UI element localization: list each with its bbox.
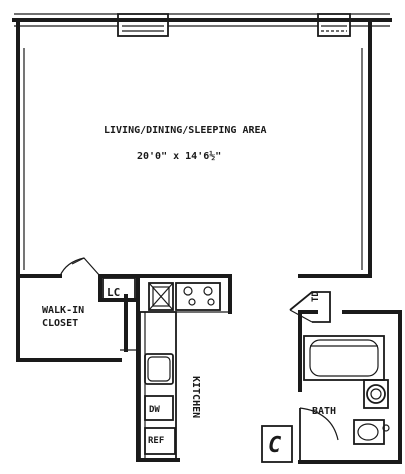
lc-label: LC (107, 286, 120, 299)
c-label: C (268, 433, 282, 458)
closet-door (59, 257, 101, 277)
bath-door (299, 407, 339, 462)
dw-label: DW (149, 405, 160, 415)
coat-closet: C (261, 425, 293, 463)
toilet (363, 379, 389, 409)
bathtub (303, 335, 385, 381)
td-label: TD (311, 291, 321, 302)
bath-sink (353, 419, 390, 445)
top-wall (12, 13, 392, 27)
linen-closet: LC (102, 277, 136, 301)
bath-label: BATH (312, 406, 336, 417)
oven (148, 282, 174, 311)
bath-walls (298, 310, 402, 464)
living-area-dimensions: 20'0" x 14'6½" (137, 150, 221, 162)
kitchen-label: KITCHEN (190, 376, 201, 418)
refrigerator: REF (144, 427, 176, 455)
window-bay-left (117, 13, 169, 37)
sink (144, 353, 174, 385)
ref-label: REF (148, 436, 164, 446)
window-bay-right (317, 13, 351, 37)
kitchen-walls (136, 274, 232, 462)
dishwasher: DW (144, 395, 174, 421)
living-area-title: LIVING/DINING/SLEEPING AREA (104, 125, 267, 136)
closet-label: WALK-IN CLOSET (42, 305, 84, 329)
td-closet: TD (289, 291, 331, 323)
closet-label-line1: WALK-IN (42, 305, 84, 316)
closet-label-line2: CLOSET (42, 318, 78, 329)
living-area-walls (16, 18, 372, 278)
stove (175, 282, 221, 311)
